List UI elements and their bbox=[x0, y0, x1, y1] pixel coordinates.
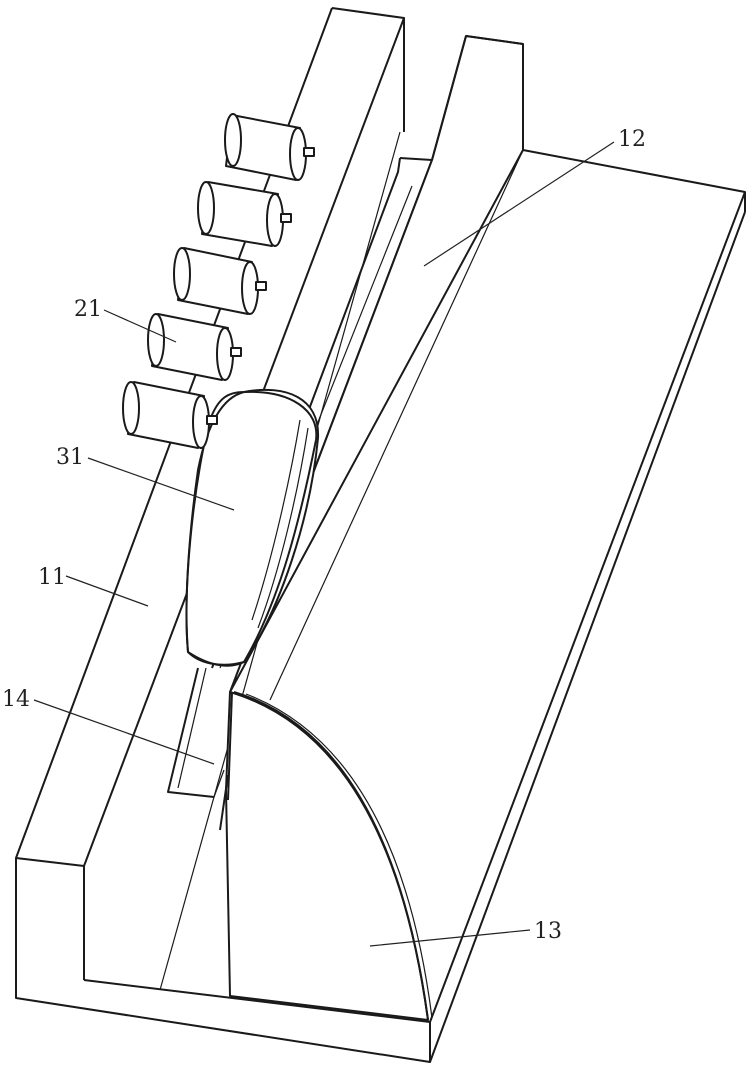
end-block bbox=[220, 692, 432, 1020]
label-12: 12 bbox=[618, 127, 646, 152]
motor-3 bbox=[174, 248, 266, 314]
label-13: 13 bbox=[534, 919, 562, 944]
motor-2 bbox=[198, 182, 291, 246]
motor-1 bbox=[225, 114, 314, 180]
label-11: 11 bbox=[38, 565, 66, 590]
label-14: 14 bbox=[2, 687, 30, 712]
label-31: 31 bbox=[56, 445, 84, 470]
motor-5 bbox=[123, 382, 217, 448]
label-21: 21 bbox=[74, 297, 102, 322]
motor-4 bbox=[148, 314, 241, 380]
